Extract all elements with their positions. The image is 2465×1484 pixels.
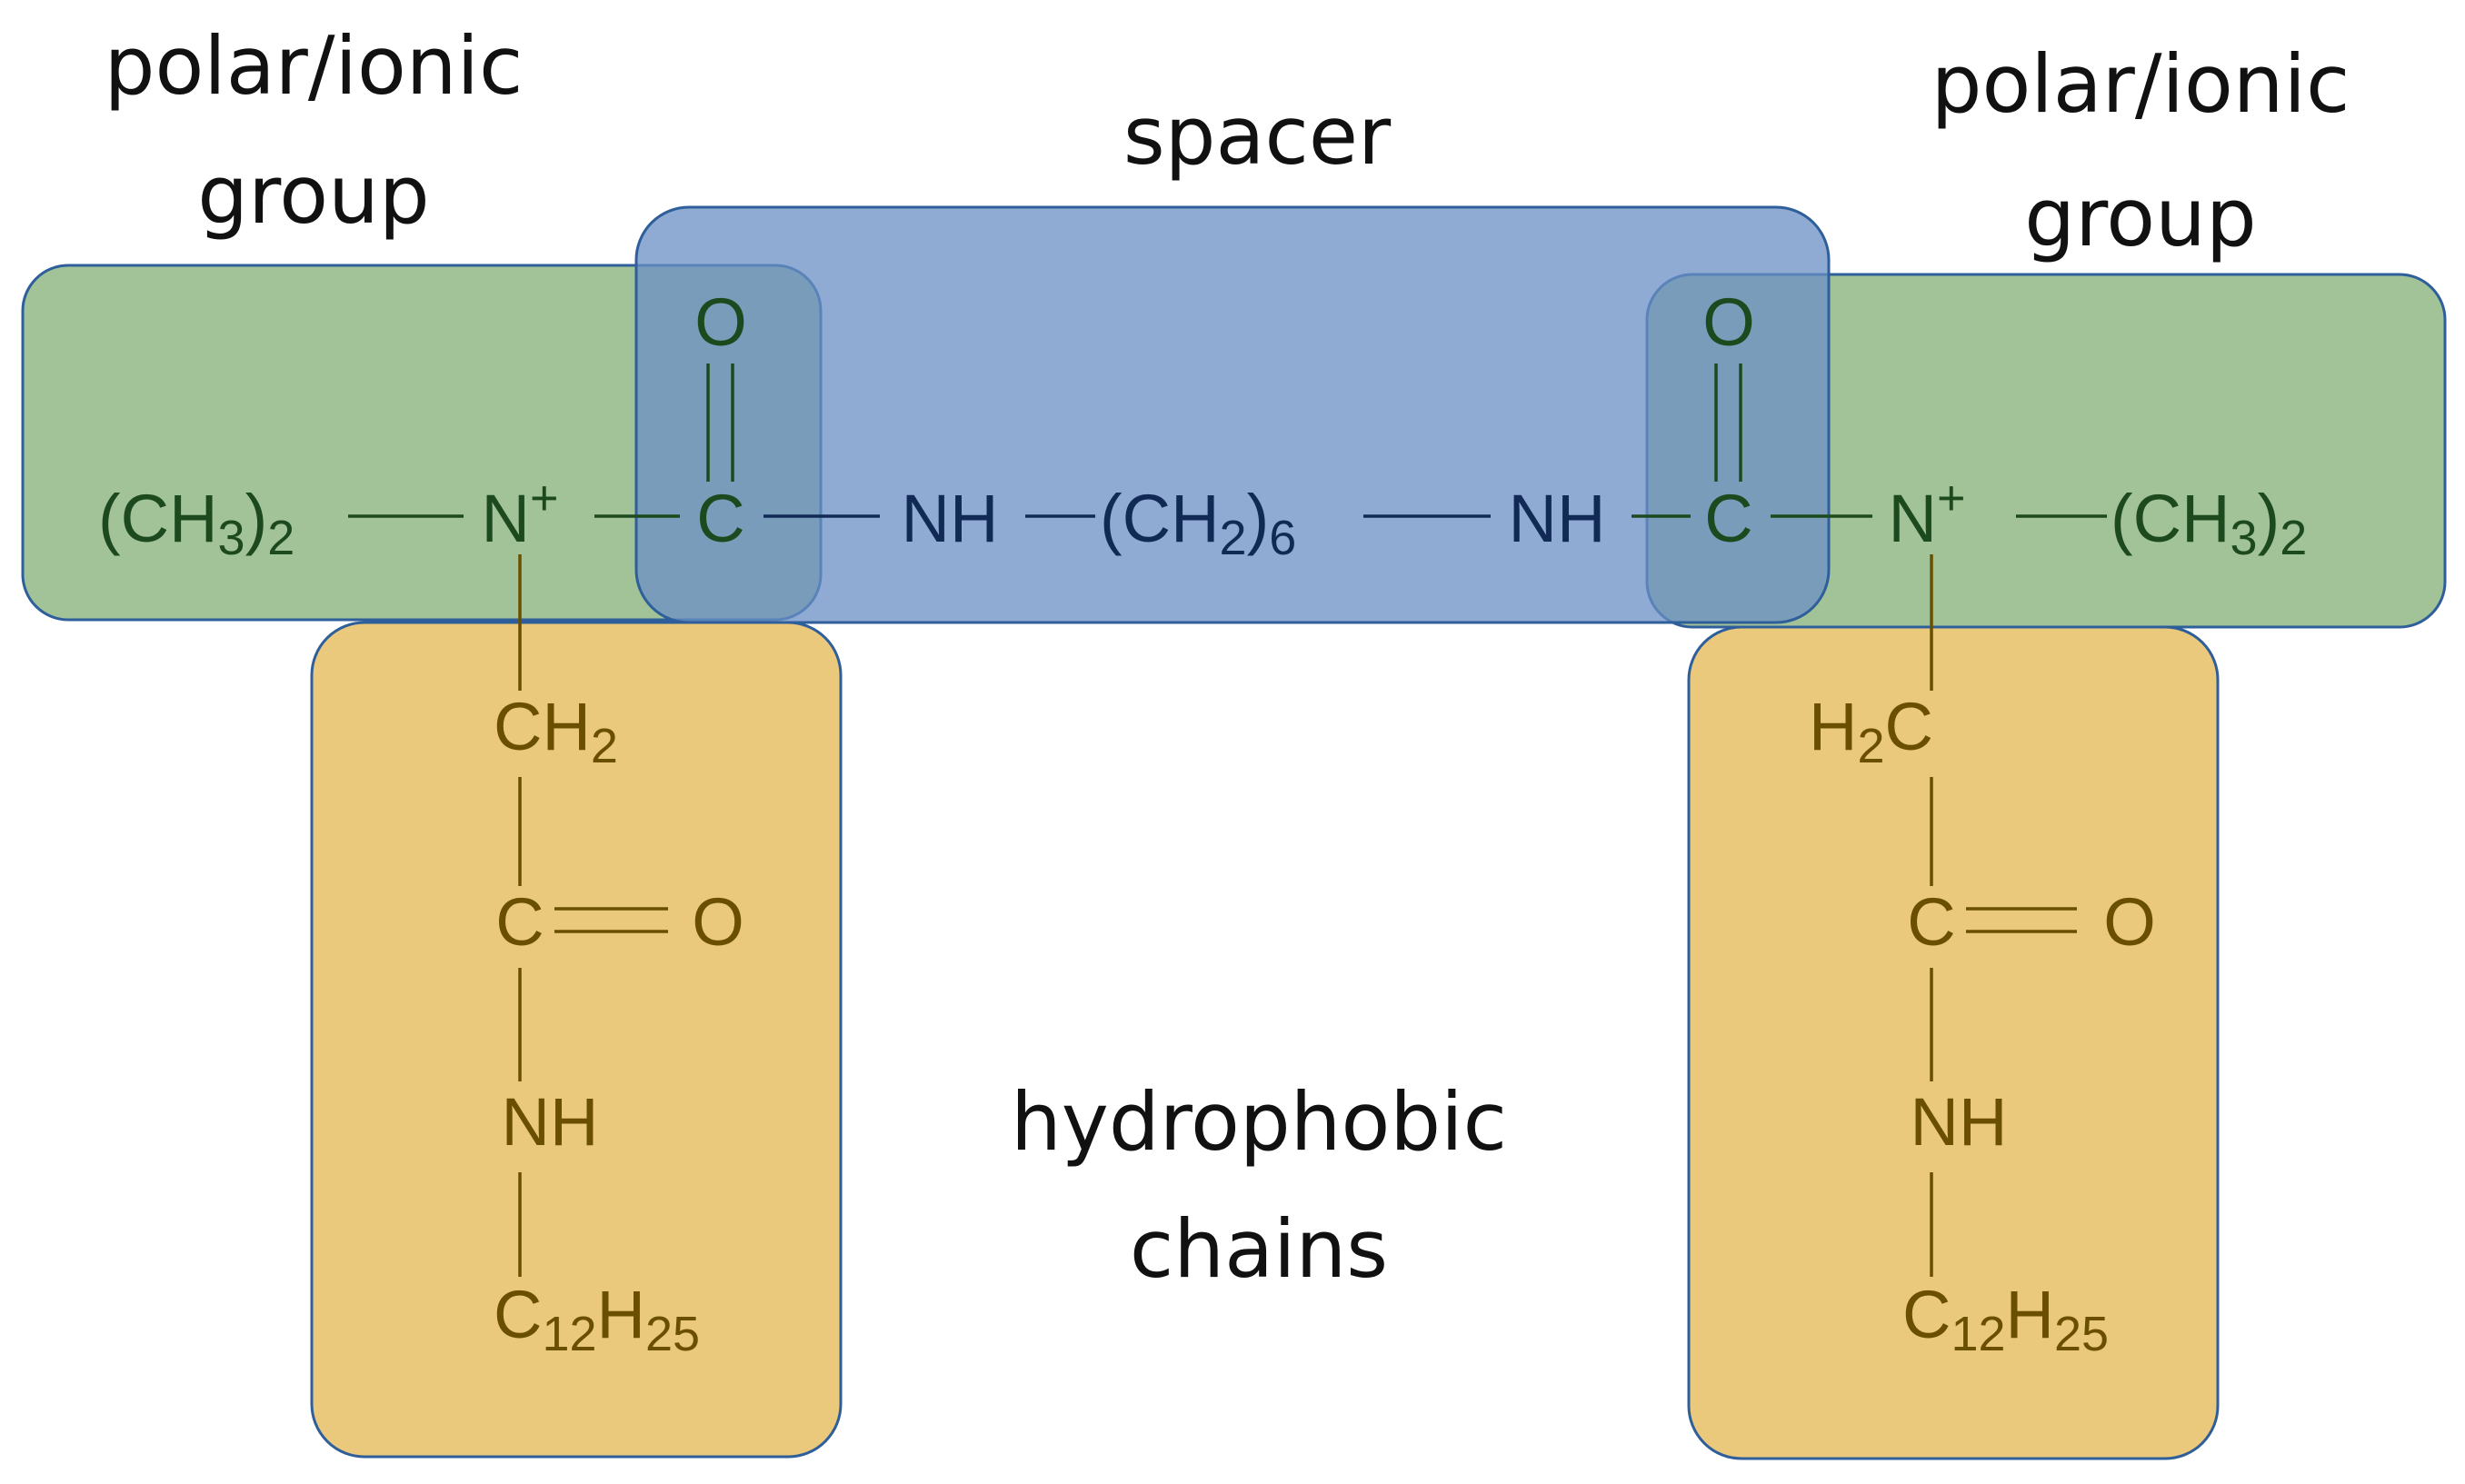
polar-group-right-label-line1: polar/ionic: [1931, 37, 2350, 131]
hydrophobic-chain-right: H2C C O NH C12H25: [1809, 554, 2156, 1361]
hydrophobic-chains-label-line2: chains: [1130, 1202, 1388, 1296]
spacer-box: [634, 205, 1831, 624]
amide-carbon-right: C: [1907, 884, 1955, 960]
carbonyl-carbon-left: C: [696, 481, 744, 556]
methyl-group-right: (CH3)2: [2111, 481, 2307, 565]
methyl-group-left: (CH3)2: [98, 481, 294, 565]
amide-nh-right: NH: [1509, 481, 1606, 556]
polar-group-left-label-line1: polar/ionic: [105, 19, 524, 113]
hydrophobic-chains-label-line1: hydrophobic: [1011, 1075, 1507, 1169]
amide-oxygen-right: O: [2103, 884, 2156, 960]
main-chain: (CH3)2 N+ C O NH (CH2)6 NH C O N+ (CH3)2: [98, 284, 2307, 565]
polar-group-left-label-line2: group: [197, 148, 430, 242]
amide-nh-left: NH: [902, 481, 999, 556]
carbonyl-carbon-right: C: [1704, 481, 1752, 556]
amide-nh-chain-right: NH: [1911, 1084, 2008, 1160]
carbonyl-oxygen-left: O: [694, 284, 747, 360]
spacer-label: spacer: [1123, 89, 1392, 183]
hydrophobic-chain-box-left: [310, 621, 843, 1459]
polar-group-right-label-line2: group: [2024, 171, 2257, 264]
hydrophobic-chain-left: CH2 C O NH C12H25: [494, 554, 744, 1361]
amide-carbon-left: C: [495, 884, 544, 960]
carbonyl-oxygen-right: O: [1702, 284, 1755, 360]
amide-oxygen-left: O: [692, 884, 744, 960]
hexamethylene-spacer: (CH2)6: [1100, 481, 1296, 565]
amide-nh-chain-left: NH: [502, 1084, 599, 1160]
